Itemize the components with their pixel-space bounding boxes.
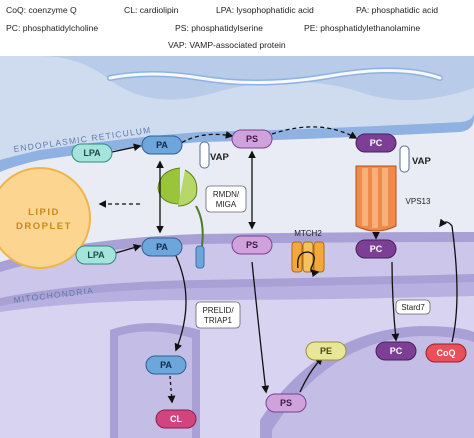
pa-mito-pill	[141, 237, 183, 257]
pa-inner-label: PA	[160, 360, 172, 370]
vap-right-label: VAP	[412, 156, 431, 167]
lpa-er-label: LPA	[83, 148, 101, 158]
ps-mito-label: PS	[246, 240, 258, 250]
cl-label: CL	[170, 414, 182, 424]
rmdn-box	[205, 185, 247, 213]
er-top	[0, 56, 474, 172]
ps-er-pill	[231, 129, 273, 149]
vap-left-label: VAP	[210, 152, 229, 163]
vps13-label: VPS13	[406, 197, 431, 206]
lpa-er-pill	[71, 143, 113, 163]
lpa-mito-pill	[75, 245, 117, 265]
pa-inner-pill	[145, 355, 187, 375]
ps-inner-pill	[265, 393, 307, 413]
pc-er-pill	[355, 133, 397, 153]
ps-inner-label: PS	[280, 398, 292, 408]
legend-ps: PS: phosphatidylserine	[175, 23, 263, 33]
rmdn-label-2: MIGA	[216, 200, 237, 209]
coq-pill	[425, 343, 467, 363]
mtch2-protein: MTCH2	[291, 229, 325, 278]
prelid-label-2: TRIAP1	[204, 316, 233, 325]
pc-inner-pill	[375, 341, 417, 361]
coq-label: CoQ	[437, 348, 456, 358]
ps-er-label: PS	[246, 134, 258, 144]
vps13-vap-complex: VAP VPS13	[355, 145, 431, 232]
mtch2-label: MTCH2	[294, 229, 322, 238]
pe-label: PE	[320, 346, 332, 356]
legend-lpa: LPA: lysophophatidic acid	[216, 5, 314, 15]
legend-cl: CL: cardiolipin	[124, 5, 179, 15]
pa-er-pill	[141, 135, 183, 155]
stard7-box	[395, 299, 431, 315]
ps-mito-pill	[231, 235, 273, 255]
droplet-label-1: LIPID	[28, 207, 60, 218]
stard7-label: Stard7	[401, 303, 425, 312]
lipids: LPA PA PS PC LPA PA PS PC PA CL PS PE PC…	[71, 129, 467, 429]
pc-mito-pill	[355, 239, 397, 259]
pe-pill	[305, 341, 347, 361]
rmdn-label-1: RMDN/	[213, 190, 240, 199]
pa-er-label: PA	[156, 140, 168, 150]
pc-mito-label: PC	[370, 244, 383, 254]
transfer-arrows	[98, 126, 458, 404]
pc-er-label: PC	[370, 138, 383, 148]
legend-vap: VAP: VAMP-associated protein	[168, 40, 286, 50]
pc-inner-label: PC	[390, 346, 403, 356]
legend: CoQ: coenzyme Q CL: cardiolipin LPA: lys…	[6, 5, 438, 50]
lpa-mito-label: LPA	[87, 250, 105, 260]
legend-pc: PC: phosphatidylcholine	[6, 23, 98, 33]
pa-mito-label: PA	[156, 242, 168, 252]
cl-pill	[155, 409, 197, 429]
legend-pa: PA: phosphatidic acid	[356, 5, 438, 15]
droplet-label-2: DROPLET	[16, 221, 72, 232]
prelid-box	[195, 301, 241, 329]
lipid-droplet: LIPID DROPLET	[0, 167, 91, 269]
mitochondrion	[0, 232, 474, 438]
legend-coq: CoQ: coenzyme Q	[6, 5, 77, 15]
prelid-label-1: PRELID/	[202, 306, 234, 315]
legend-pe: PE: phosphatidylethanolamine	[304, 23, 420, 33]
